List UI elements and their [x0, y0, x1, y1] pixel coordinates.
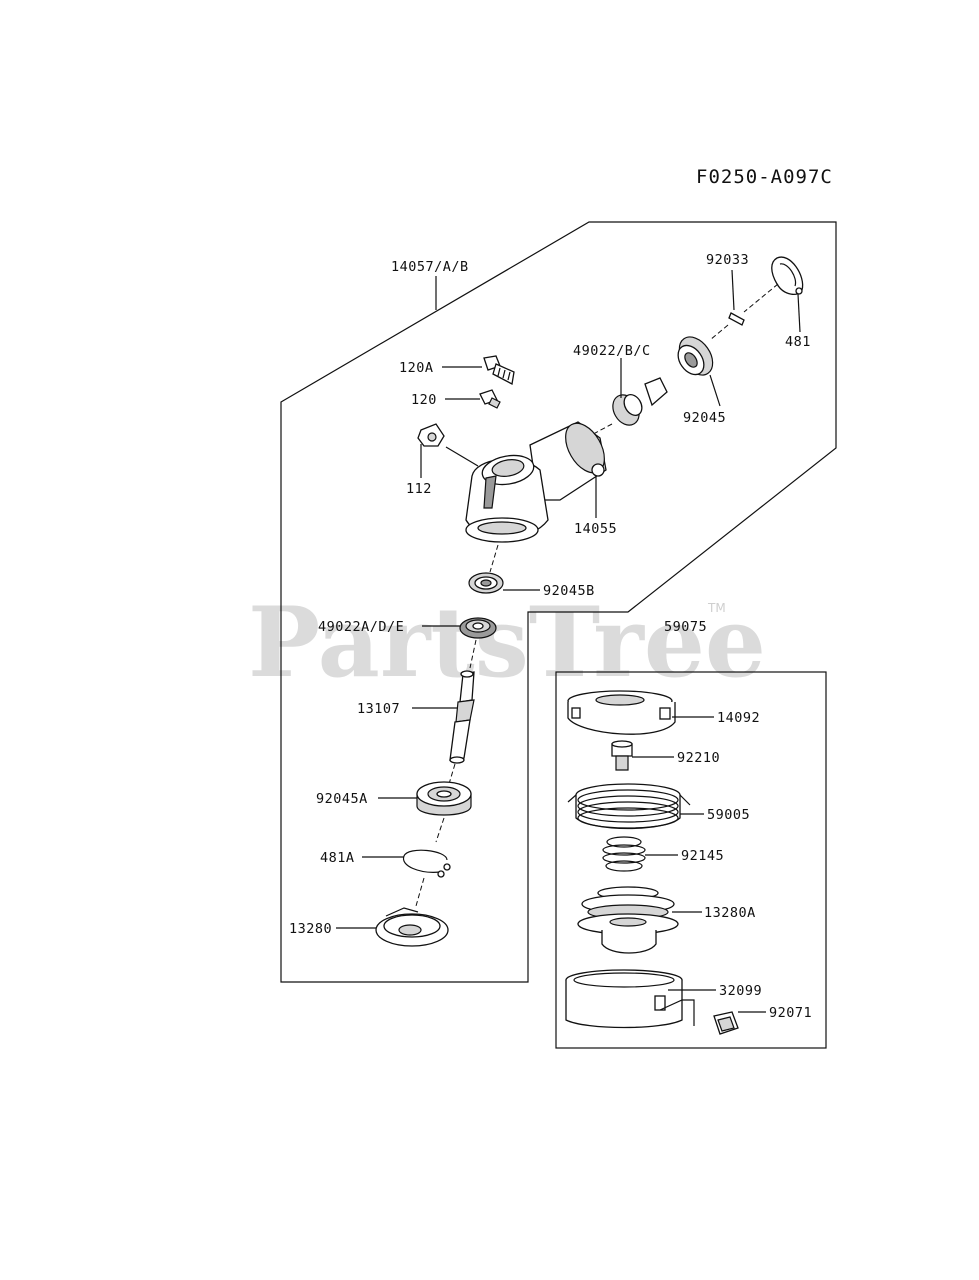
watermark-trademark: TM: [707, 601, 726, 615]
leader-112-body: [445, 446, 479, 467]
bearing-axis-line: [435, 817, 445, 843]
label-120a[interactable]: 120A: [399, 360, 434, 376]
gear-case-assembly-outline: [280, 221, 837, 983]
spool-housing-32099[interactable]: [565, 969, 695, 1029]
label-13107[interactable]: 13107: [357, 701, 400, 717]
bevel-gear-49022[interactable]: [608, 377, 668, 430]
label-14092[interactable]: 14092: [717, 710, 760, 726]
cover-13280[interactable]: [375, 907, 449, 947]
label-59075[interactable]: 59075: [664, 619, 707, 635]
label-59005[interactable]: 59005: [707, 807, 750, 823]
label-481[interactable]: 481: [785, 334, 811, 350]
label-13280[interactable]: 13280: [289, 921, 332, 937]
shaft-13107[interactable]: [449, 670, 475, 764]
spool-13280A[interactable]: [577, 886, 679, 954]
shaft-axis-line: [448, 763, 456, 785]
bearing-92045[interactable]: [672, 331, 719, 381]
leader-481: [797, 293, 801, 333]
part-92033[interactable]: [728, 312, 745, 326]
spool-assembly-outline: [555, 671, 827, 1049]
label-92210[interactable]: 92210: [677, 750, 720, 766]
spool-cover-14092[interactable]: [567, 690, 676, 735]
trimmer-line-59005[interactable]: [567, 783, 691, 830]
label-120[interactable]: 120: [411, 392, 437, 408]
snap-ring-481[interactable]: [771, 256, 804, 295]
gear-axis-line-lower: [469, 639, 477, 669]
bearing-92045A[interactable]: [416, 781, 472, 816]
label-92145[interactable]: 92145: [681, 848, 724, 864]
bearing-92045B[interactable]: [468, 572, 504, 594]
leader-481-axis: [743, 283, 779, 313]
bolt-92210[interactable]: [611, 740, 633, 771]
diagram-code: F0250-A097C: [696, 166, 833, 188]
nut-112[interactable]: [417, 423, 445, 447]
snap-ring-481A[interactable]: [402, 849, 451, 878]
leader-92033-axis: [709, 324, 729, 341]
ring-axis-line: [415, 877, 425, 907]
leader-92033: [731, 269, 735, 311]
gear-49022ADE[interactable]: [459, 617, 497, 639]
label-112[interactable]: 112: [406, 481, 432, 497]
watermark: PartsTree: [248, 586, 766, 699]
label-92045[interactable]: 92045: [683, 410, 726, 426]
label-92045a[interactable]: 92045A: [316, 791, 368, 807]
label-92045b[interactable]: 92045B: [543, 583, 595, 599]
label-32099[interactable]: 32099: [719, 983, 762, 999]
screw-120A[interactable]: [483, 355, 515, 385]
label-14055[interactable]: 14055: [574, 521, 617, 537]
label-49022-a-d-e[interactable]: 49022A/D/E: [318, 619, 404, 635]
label-92071[interactable]: 92071: [769, 1005, 812, 1021]
label-14057-a-b[interactable]: 14057/A/B: [391, 259, 469, 275]
gear-case-axis-line: [489, 544, 499, 573]
label-92033[interactable]: 92033: [706, 252, 749, 268]
screw-120[interactable]: [479, 389, 501, 409]
label-13280a[interactable]: 13280A: [704, 905, 756, 921]
spring-92145[interactable]: [602, 836, 646, 872]
clip-92071[interactable]: [713, 1011, 739, 1035]
label-481a[interactable]: 481A: [320, 850, 355, 866]
label-49022-b-c[interactable]: 49022/B/C: [573, 343, 651, 359]
gear-case-14055[interactable]: [465, 417, 612, 543]
leader-92045: [709, 374, 721, 407]
